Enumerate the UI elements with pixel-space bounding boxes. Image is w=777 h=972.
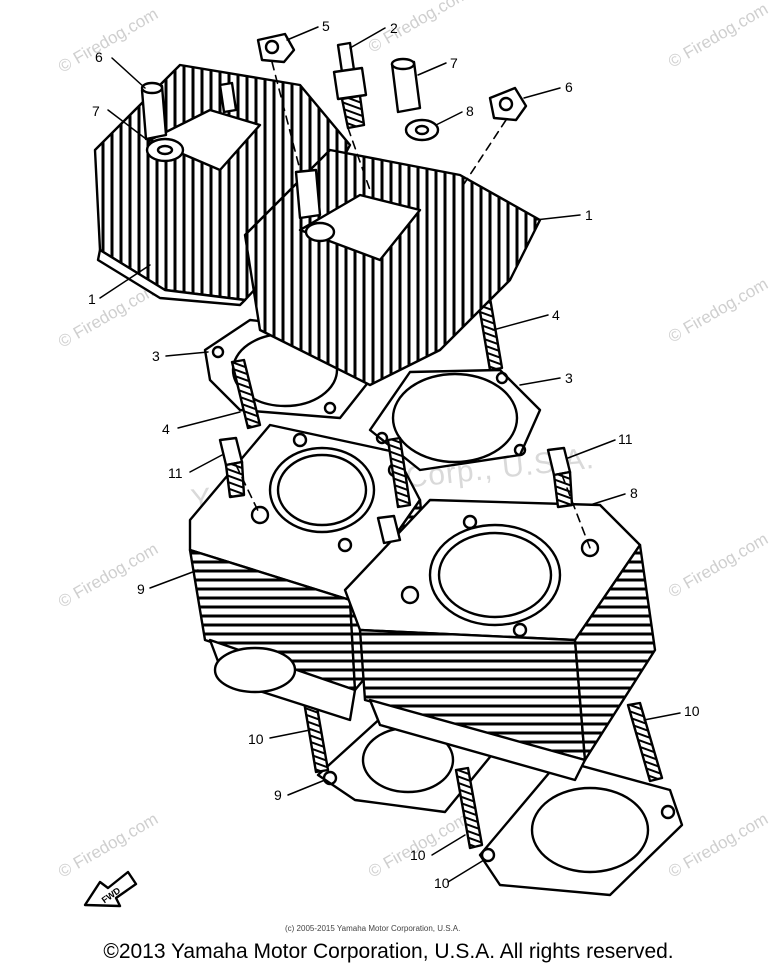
callout-11-right: 11 [618,431,633,447]
callout-numbers: 6 7 2 5 7 8 6 1 1 3 4 3 4 11 11 8 9 10 9… [88,18,700,891]
cylinder-left [188,423,432,722]
callout-9-right: 10 [434,875,450,891]
callout-10-right: 10 [684,703,700,719]
callout-1-left: 1 [88,291,96,307]
head-gasket-right [368,368,542,472]
spark-plug [218,41,368,130]
washer-right [404,118,440,142]
head-stud-left [230,358,262,430]
callout-4-right: 4 [552,307,560,323]
callout-4-left: 4 [162,421,170,437]
callout-1-right: 1 [585,207,593,223]
footer-copyright: ©2013 Yamaha Motor Corporation, U.S.A. A… [103,940,674,963]
callout-7-left: 7 [92,103,100,119]
callout-7-right: 8 [466,103,474,119]
cap-nut-right [488,86,528,122]
fwd-arrow [83,870,138,908]
callout-5-right: 6 [565,79,573,95]
sleeve-center [294,168,322,220]
stud-bolt-right [546,446,574,509]
sleeve-right [390,57,422,114]
washer-left [145,137,185,163]
stud-bolt-center [376,514,402,545]
callout-8-right: 8 [630,485,638,501]
callout-8-left: 9 [137,581,145,597]
callout-6-left: 6 [95,49,103,65]
cap-nut-left [256,32,296,64]
callout-3-left: 3 [152,348,160,364]
callout-10-left: 10 [248,731,264,747]
base-stud-middle [454,766,484,850]
callout-10-middle: 10 [410,847,426,863]
sleeve-left [140,81,168,141]
base-stud-right [626,701,664,783]
callout-5-left: 5 [322,18,330,34]
cylinder-right [343,498,657,782]
callout-11-left: 11 [168,465,183,481]
small-copyright: (c) 2005-2015 Yamaha Motor Corporation, … [285,924,461,933]
leader-lines [99,26,681,883]
callout-2: 2 [390,20,398,36]
callout-3-right: 3 [565,370,573,386]
callout-9-left: 9 [274,787,282,803]
alignment-lines [235,61,591,549]
head-stud-center [386,436,412,509]
callout-6-right: 7 [450,55,458,71]
